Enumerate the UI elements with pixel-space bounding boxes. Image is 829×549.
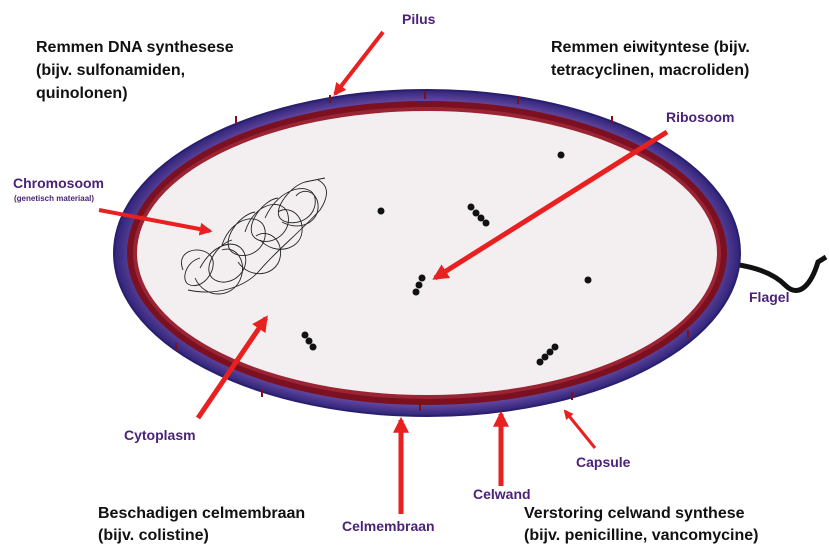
- chromosome-note: (genetisch materiaal): [14, 194, 94, 203]
- capsule-label: Capsule: [576, 454, 631, 470]
- dna-inhibitor-line2: (bijv. sulfonamiden,: [36, 62, 185, 79]
- dna-inhibitor-line3: quinolonen): [36, 85, 128, 102]
- protein-inhibitor-line1: Remmen eiwityntese (bijv.: [551, 39, 750, 56]
- cellwall-disrupt-line1: Verstoring celwand synthese: [524, 505, 745, 522]
- protein-inhibitor-line2: tetracyclinen, macroliden): [551, 62, 749, 79]
- cell-wall-label: Celwand: [473, 486, 531, 502]
- cell-membrane-label: Celmembraan: [342, 518, 435, 534]
- ribosome-label: Ribosoom: [666, 109, 734, 125]
- membrane-damage-line2: (bijv. colistine): [98, 527, 209, 544]
- cytoplasm-label: Cytoplasm: [124, 427, 196, 443]
- flagellum-label: Flagel: [749, 289, 789, 305]
- cellwall-disrupt-line2: (bijv. penicilline, vancomycine): [524, 527, 758, 544]
- pilus-arrow: [335, 32, 383, 94]
- chromosome-label: Chromosoom: [13, 175, 104, 191]
- dna-inhibitor-line1: Remmen DNA synthesese: [36, 39, 234, 56]
- pilus-label: Pilus: [402, 11, 436, 27]
- membrane-damage-line1: Beschadigen celmembraan: [98, 505, 305, 522]
- capsule-arrow: [565, 411, 595, 448]
